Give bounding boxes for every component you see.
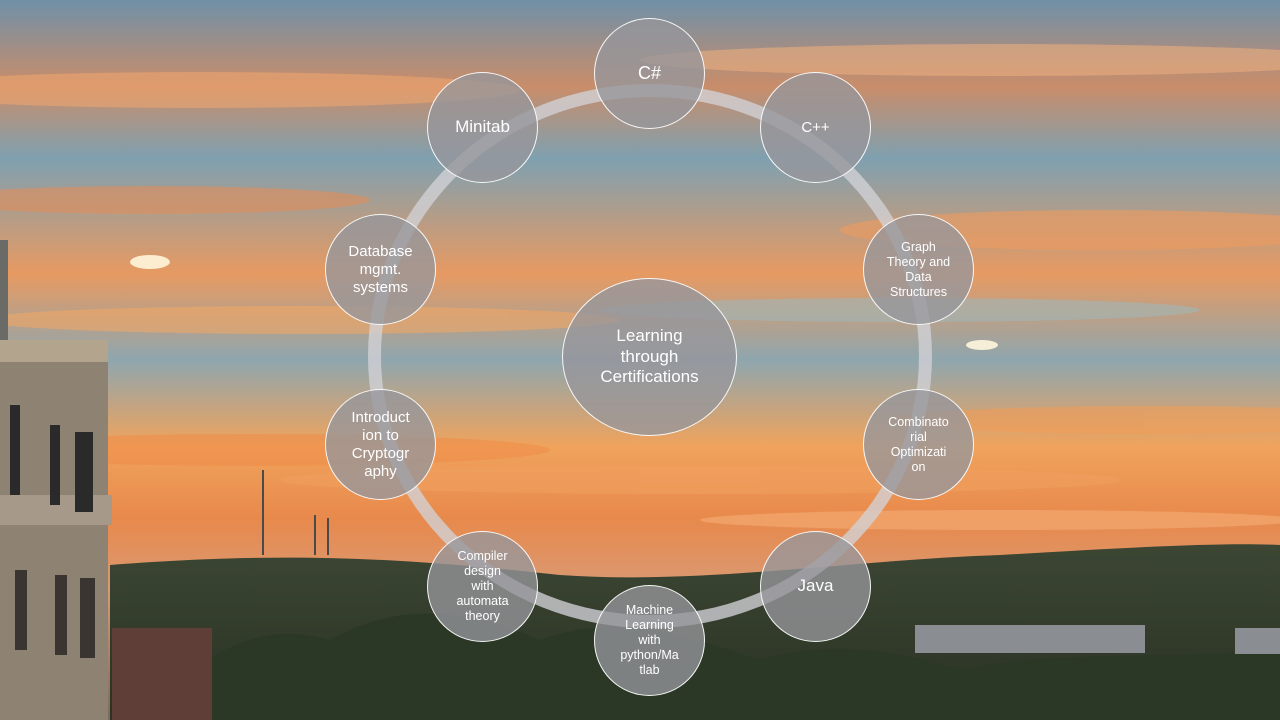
node-label: Database mgmt. systems: [348, 242, 413, 296]
node-label: Combinato rial Optimizati on: [888, 414, 949, 474]
node-label: Java: [797, 576, 834, 596]
node-label: Minitab: [455, 117, 510, 137]
node-database: Database mgmt. systems: [325, 214, 436, 325]
node-label: Machine Learning with python/Ma tlab: [620, 603, 679, 677]
node-minitab: Minitab: [427, 72, 538, 183]
node-graph-theory: Graph Theory and Data Structures: [863, 214, 974, 325]
node-java: Java: [760, 531, 871, 642]
node-label: Compiler design with automata theory: [456, 549, 509, 623]
node-cpp: C++: [760, 72, 871, 183]
node-label: C#: [637, 62, 661, 83]
node-csharp: C#: [594, 18, 705, 129]
node-combinatorial-optimization: Combinato rial Optimizati on: [863, 389, 974, 500]
node-label: C++: [801, 118, 830, 136]
node-label: Graph Theory and Data Structures: [886, 239, 951, 299]
center-node-label: Learning through Certifications: [600, 326, 699, 387]
node-machine-learning: Machine Learning with python/Ma tlab: [594, 585, 705, 696]
node-label: Introduct ion to Cryptogr aphy: [351, 408, 410, 480]
center-node: Learning through Certifications: [562, 278, 737, 436]
node-compiler-design: Compiler design with automata theory: [427, 531, 538, 642]
node-cryptography: Introduct ion to Cryptogr aphy: [325, 389, 436, 500]
